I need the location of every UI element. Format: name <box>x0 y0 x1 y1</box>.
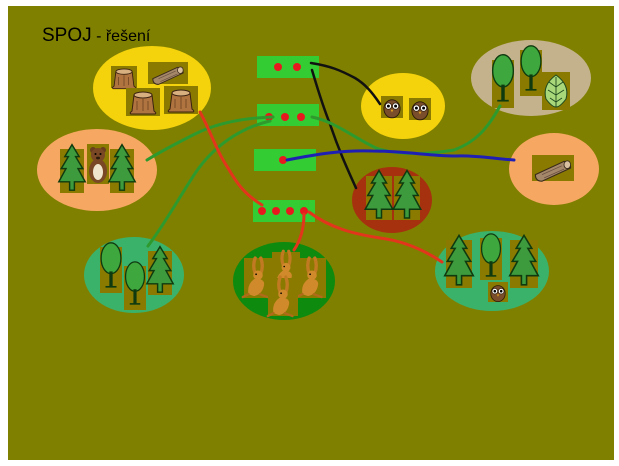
deciduous-tree-icon <box>124 261 146 310</box>
leaf-icon <box>542 72 570 110</box>
bear-icon <box>87 144 109 184</box>
hare-icon <box>266 275 298 318</box>
group-log <box>509 133 599 205</box>
conifer-icon <box>58 143 86 193</box>
slide-title: SPOJ - řešení <box>42 25 150 47</box>
group-owls <box>361 73 445 139</box>
conifer-icon <box>392 169 422 220</box>
wire-red-stumps <box>198 110 264 207</box>
deciduous-tree-icon <box>520 44 542 96</box>
wire-green-deciduous <box>146 119 272 248</box>
box-1-dot <box>254 149 316 171</box>
log-icon <box>532 155 574 182</box>
group-forest-owl <box>435 231 549 311</box>
deciduous-tree-icon <box>491 53 515 108</box>
group-forest-bear <box>37 129 157 211</box>
stump-icon <box>111 66 137 90</box>
group-forest-deciduous <box>84 237 184 313</box>
stump-icon <box>164 86 198 114</box>
stump-icon <box>126 88 160 116</box>
deciduous-tree-icon <box>100 241 122 293</box>
wire-black-owls <box>309 61 382 106</box>
owl-icon <box>409 98 431 121</box>
deciduous-tree-icon <box>480 233 502 280</box>
wire-red-forest-owl <box>307 210 444 264</box>
hare-icon <box>295 256 326 299</box>
conifer-icon <box>508 234 540 288</box>
wire-black-conifers <box>310 68 358 190</box>
title-main: SPOJ <box>42 25 92 46</box>
owl-icon <box>381 96 403 119</box>
conifer-icon <box>364 169 394 220</box>
box-3-dots <box>257 104 319 126</box>
box-2-dots <box>257 56 319 78</box>
log-icon <box>148 62 188 85</box>
wire-blue-log <box>285 149 516 162</box>
wire-green-bear <box>145 115 275 162</box>
group-conifers <box>352 167 432 233</box>
conifer-icon <box>108 143 136 193</box>
owl-icon <box>488 282 508 303</box>
group-mixed-trees <box>471 40 591 116</box>
conifer-icon <box>146 245 174 295</box>
hare-icon <box>241 256 272 299</box>
group-hares <box>233 242 335 320</box>
box-4-dots <box>253 200 315 222</box>
group-stumps <box>93 46 211 130</box>
conifer-icon <box>443 234 475 288</box>
title-sub: - řešení <box>91 28 151 45</box>
wire-red-hares <box>292 212 306 252</box>
